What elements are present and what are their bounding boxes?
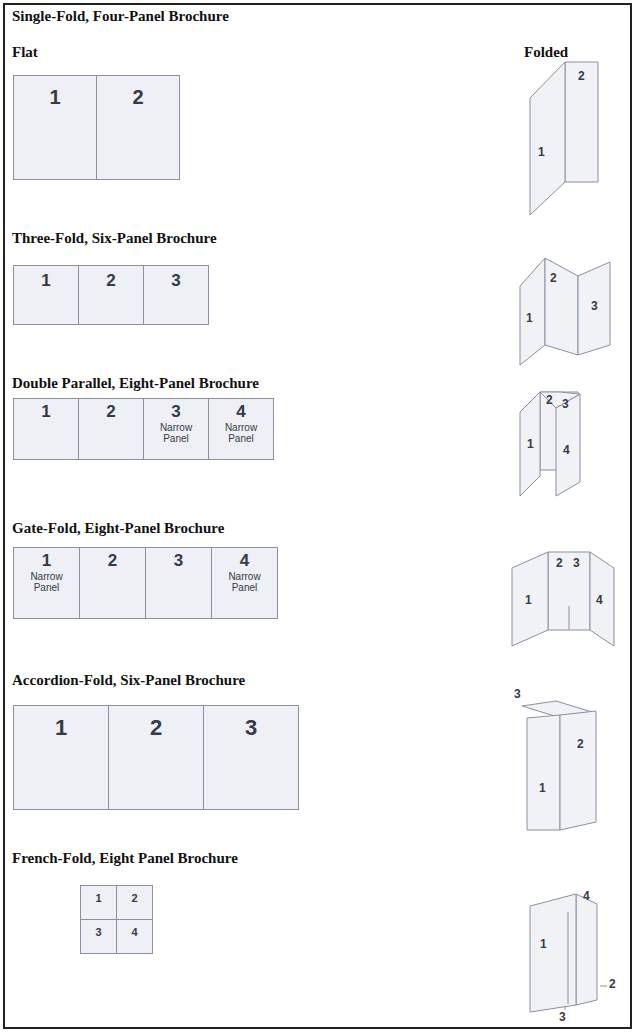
brochure-panel: 3 bbox=[145, 547, 212, 619]
fold-edge bbox=[568, 912, 569, 1004]
brochure-panel: 3 bbox=[203, 705, 299, 810]
callout-number: 3 bbox=[514, 688, 521, 702]
panel-number: 3 bbox=[245, 716, 257, 740]
brochure-panel: 3 bbox=[143, 265, 209, 325]
leader-line bbox=[600, 986, 607, 987]
section-heading: Flat bbox=[12, 44, 38, 61]
callout-number: 1 bbox=[527, 438, 534, 452]
callout-number: 4 bbox=[563, 444, 570, 458]
brochure-panel: 4 bbox=[116, 919, 153, 954]
folded-panel bbox=[512, 552, 548, 646]
callout-number: 4 bbox=[596, 594, 603, 608]
panel-number: 4 bbox=[240, 552, 249, 571]
brochure-panel: 1Narrow Panel bbox=[13, 547, 80, 619]
section-heading: Single-Fold, Four-Panel Brochure bbox=[12, 8, 229, 25]
callout-number: 3 bbox=[562, 398, 569, 412]
brochure-panel: 2 bbox=[96, 75, 180, 180]
folded-panel bbox=[530, 62, 565, 215]
panel-number: 2 bbox=[106, 272, 115, 291]
folded-panel bbox=[560, 711, 596, 830]
panel-number: 3 bbox=[95, 926, 101, 938]
panel-note: Narrow Panel bbox=[150, 422, 202, 445]
brochure-panel: 1 bbox=[80, 885, 117, 920]
callout-number: 3 bbox=[591, 300, 598, 314]
folded-panel bbox=[520, 258, 545, 365]
panel-number: 4 bbox=[131, 926, 137, 938]
section-heading: Gate-Fold, Eight-Panel Brochure bbox=[12, 520, 224, 537]
section-heading: Accordion-Fold, Six-Panel Brochure bbox=[12, 672, 245, 689]
panel-number: 1 bbox=[95, 892, 101, 904]
section-heading: Folded bbox=[524, 44, 568, 61]
brochure-panel: 2 bbox=[116, 885, 153, 920]
callout-number: 1 bbox=[540, 938, 547, 952]
callout-number: 1 bbox=[526, 312, 533, 326]
brochure-panel: 1 bbox=[13, 398, 79, 460]
brochure-panel: 2 bbox=[108, 705, 204, 810]
section-heading: Double Parallel, Eight-Panel Brochure bbox=[12, 375, 259, 392]
center-fold-line bbox=[569, 606, 570, 630]
brochure-panel: 2 bbox=[78, 398, 144, 460]
panel-number: 3 bbox=[174, 552, 183, 571]
panel-number: 2 bbox=[106, 403, 115, 422]
folded-panel bbox=[548, 552, 590, 630]
panel-number: 1 bbox=[49, 86, 60, 108]
panel-number: 2 bbox=[132, 86, 143, 108]
folded-panel bbox=[530, 894, 576, 1012]
panel-number: 4 bbox=[236, 403, 245, 422]
brochure-panel: 4Narrow Panel bbox=[208, 398, 274, 460]
folded-panel bbox=[520, 392, 540, 496]
brochure-panel: 1 bbox=[13, 705, 109, 810]
callout-number: 2 bbox=[577, 738, 584, 752]
brochure-panel: 4Narrow Panel bbox=[211, 547, 278, 619]
brochure-panel: 3Narrow Panel bbox=[143, 398, 209, 460]
brochure-panel: 1 bbox=[13, 265, 79, 325]
callout-number: 2 bbox=[546, 394, 553, 408]
panel-note: Narrow Panel bbox=[219, 571, 271, 594]
panel-number: 1 bbox=[41, 272, 50, 291]
brochure-panel: 1 bbox=[13, 75, 97, 180]
section-heading: French-Fold, Eight Panel Brochure bbox=[12, 850, 238, 867]
callout-number: 1 bbox=[539, 782, 546, 796]
folded-panel bbox=[540, 392, 580, 408]
brochure-panel: 3 bbox=[80, 919, 117, 954]
panel-number: 3 bbox=[171, 403, 180, 422]
folded-panel bbox=[545, 258, 578, 355]
panel-number: 2 bbox=[108, 552, 117, 571]
leader-line bbox=[565, 1006, 566, 1010]
callout-number: 2 bbox=[609, 978, 616, 992]
folded-panel bbox=[590, 552, 614, 646]
callout-number: 2 bbox=[550, 272, 557, 286]
callout-number: 2 bbox=[578, 70, 585, 84]
brochure-panel: 2 bbox=[78, 265, 144, 325]
panel-note: Narrow Panel bbox=[215, 422, 267, 445]
callout-number: 1 bbox=[538, 146, 545, 160]
folded-panel bbox=[565, 62, 598, 182]
folded-panel bbox=[527, 715, 560, 830]
panel-number: 1 bbox=[41, 403, 50, 422]
panel-number: 1 bbox=[42, 552, 51, 571]
folded-panel bbox=[556, 394, 580, 496]
callout-number: 3 bbox=[559, 1011, 566, 1025]
folded-panel bbox=[578, 262, 610, 355]
callout-number: 2 bbox=[556, 557, 563, 571]
callout-number: 4 bbox=[583, 890, 590, 904]
folded-panel bbox=[576, 894, 597, 1005]
panel-number: 2 bbox=[150, 716, 162, 740]
panel-note: Narrow Panel bbox=[21, 571, 73, 594]
callout-number: 1 bbox=[525, 594, 532, 608]
panel-number: 1 bbox=[55, 716, 67, 740]
callout-number: 3 bbox=[573, 557, 580, 571]
panel-number: 3 bbox=[171, 272, 180, 291]
panel-number: 2 bbox=[131, 892, 137, 904]
section-heading: Three-Fold, Six-Panel Brochure bbox=[12, 230, 217, 247]
brochure-panel: 2 bbox=[79, 547, 146, 619]
